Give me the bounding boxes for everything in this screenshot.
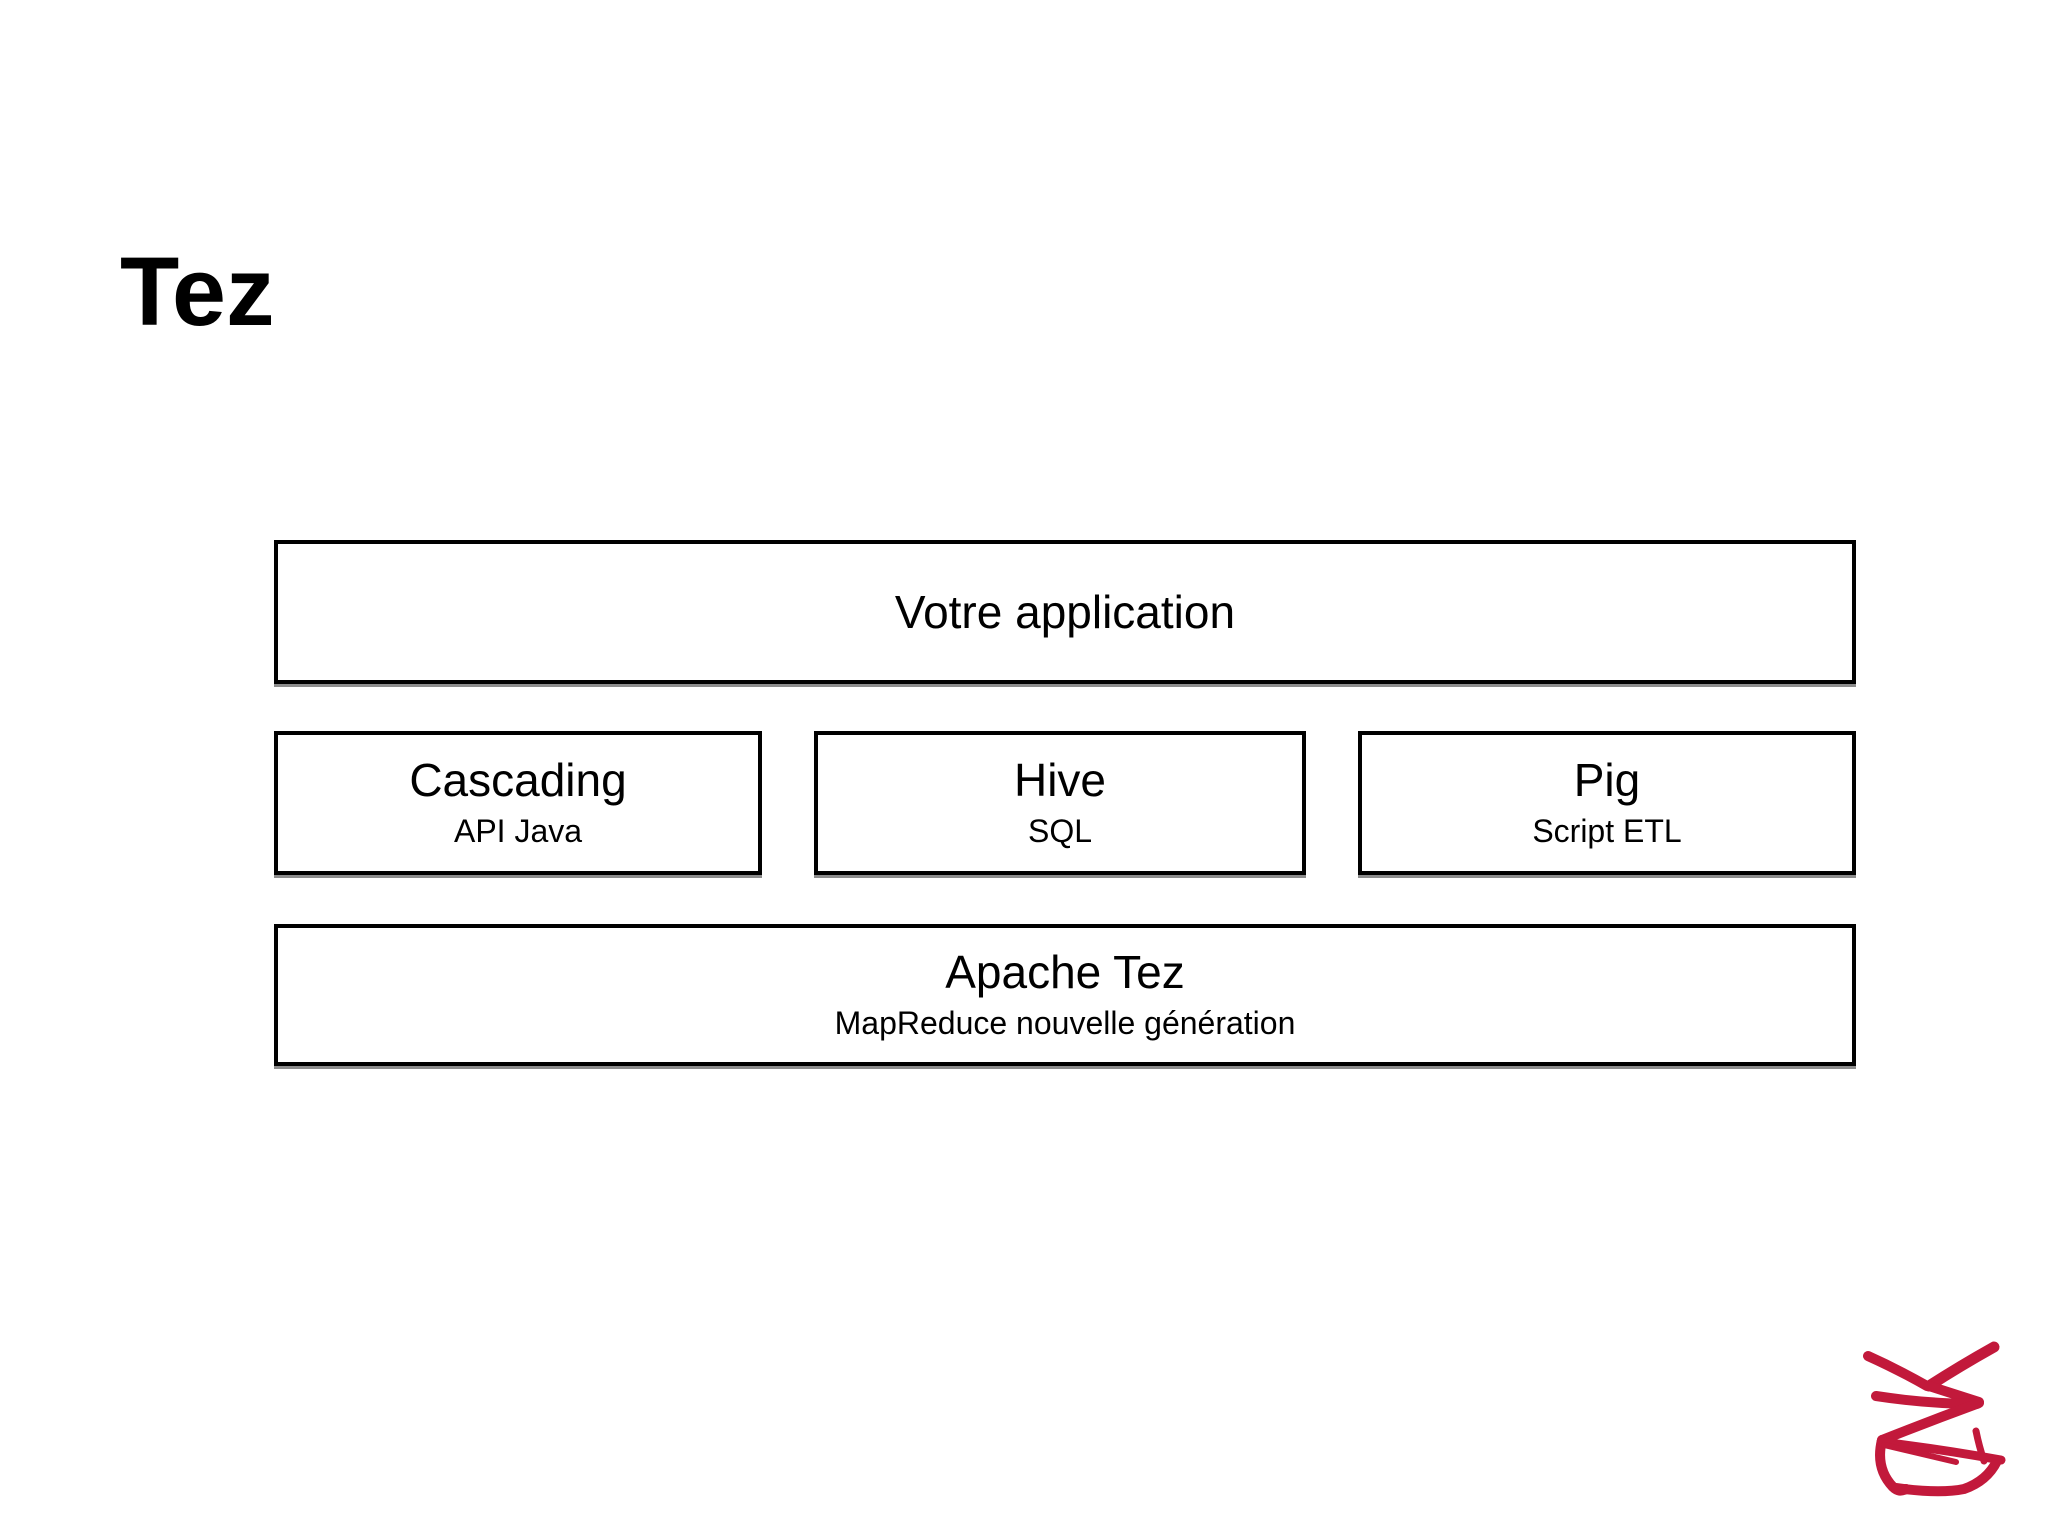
engine-box-pig: Pig Script ETL xyxy=(1358,731,1856,875)
red-brush-logo-icon xyxy=(1863,1341,2006,1497)
slide-title: Tez xyxy=(120,236,275,346)
platform-box-apache-tez: Apache Tez MapReduce nouvelle génération xyxy=(274,924,1856,1066)
engine-box-hive-title: Hive xyxy=(1013,753,1107,806)
engine-box-cascading-title: Cascading xyxy=(409,753,627,806)
engine-box-hive: Hive SQL xyxy=(814,731,1306,875)
platform-box-subtitle: MapReduce nouvelle génération xyxy=(834,1004,1296,1041)
application-box: Votre application xyxy=(274,540,1856,684)
engine-box-pig-subtitle: Script ETL xyxy=(1532,812,1682,849)
engine-box-cascading: Cascading API Java xyxy=(274,731,762,875)
engine-box-cascading-subtitle: API Java xyxy=(453,812,583,849)
platform-box-title: Apache Tez xyxy=(945,945,1185,998)
engine-box-hive-subtitle: SQL xyxy=(1027,812,1093,849)
engine-box-pig-title: Pig xyxy=(1573,753,1641,806)
application-box-label: Votre application xyxy=(894,585,1236,638)
